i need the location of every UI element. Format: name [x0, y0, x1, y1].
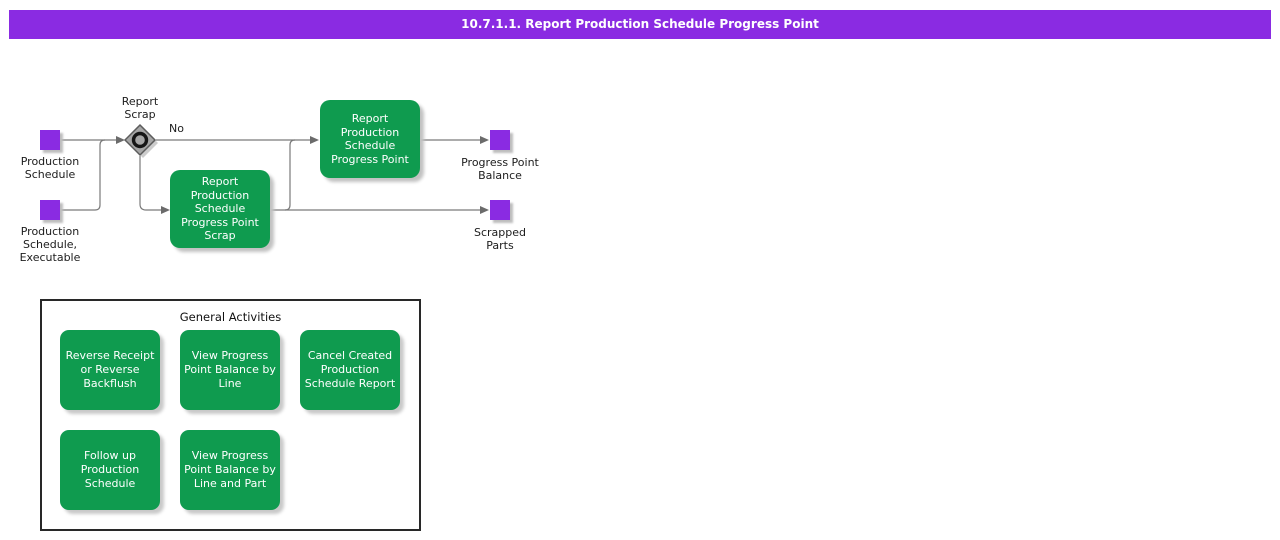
artifact-production-schedule-executable[interactable]	[40, 200, 60, 220]
artifact-production-schedule[interactable]	[40, 130, 60, 150]
activity-button-cancel-created-production-schedule-report[interactable]: Cancel Created Production Schedule Repor…	[300, 330, 400, 410]
artifact-label-production-schedule: Production Schedule	[20, 155, 80, 181]
connector-lines	[60, 136, 489, 214]
general-activities-title: General Activities	[179, 310, 282, 324]
artifact-label-progress-point-balance: Progress Point Balance	[461, 156, 539, 182]
branch-label-no: No	[169, 122, 184, 135]
activity-button-view-progress-point-balance-by-line[interactable]: View Progress Point Balance by Line	[180, 330, 280, 410]
decision-gateway-icon[interactable]	[123, 123, 158, 158]
activity-button-follow-up-production-schedule[interactable]: Follow up Production Schedule	[60, 430, 160, 510]
activity-button-reverse-receipt-or-reverse-backflush[interactable]: Reverse Receipt or Reverse Backflush	[60, 330, 160, 410]
diagram-title-bar: 10.7.1.1. Report Production Schedule Pro…	[9, 10, 1271, 39]
artifact-label-scrapped-parts: Scrapped Parts	[473, 226, 526, 252]
artifact-scrapped-parts[interactable]	[490, 200, 510, 220]
activity-report-production-schedule-progress-point[interactable]: Report Production Schedule Progress Poin…	[320, 100, 420, 178]
gateway-label-report-scrap: Report Scrap	[121, 95, 159, 121]
activity-button-view-progress-point-balance-by-line-and-part[interactable]: View Progress Point Balance by Line and …	[180, 430, 280, 510]
activity-report-production-schedule-progress-point-scrap[interactable]: Report Production Schedule Progress Poin…	[170, 170, 270, 248]
artifact-label-production-schedule-executable: Production Schedule, Executable	[19, 225, 81, 264]
artifact-progress-point-balance[interactable]	[490, 130, 510, 150]
